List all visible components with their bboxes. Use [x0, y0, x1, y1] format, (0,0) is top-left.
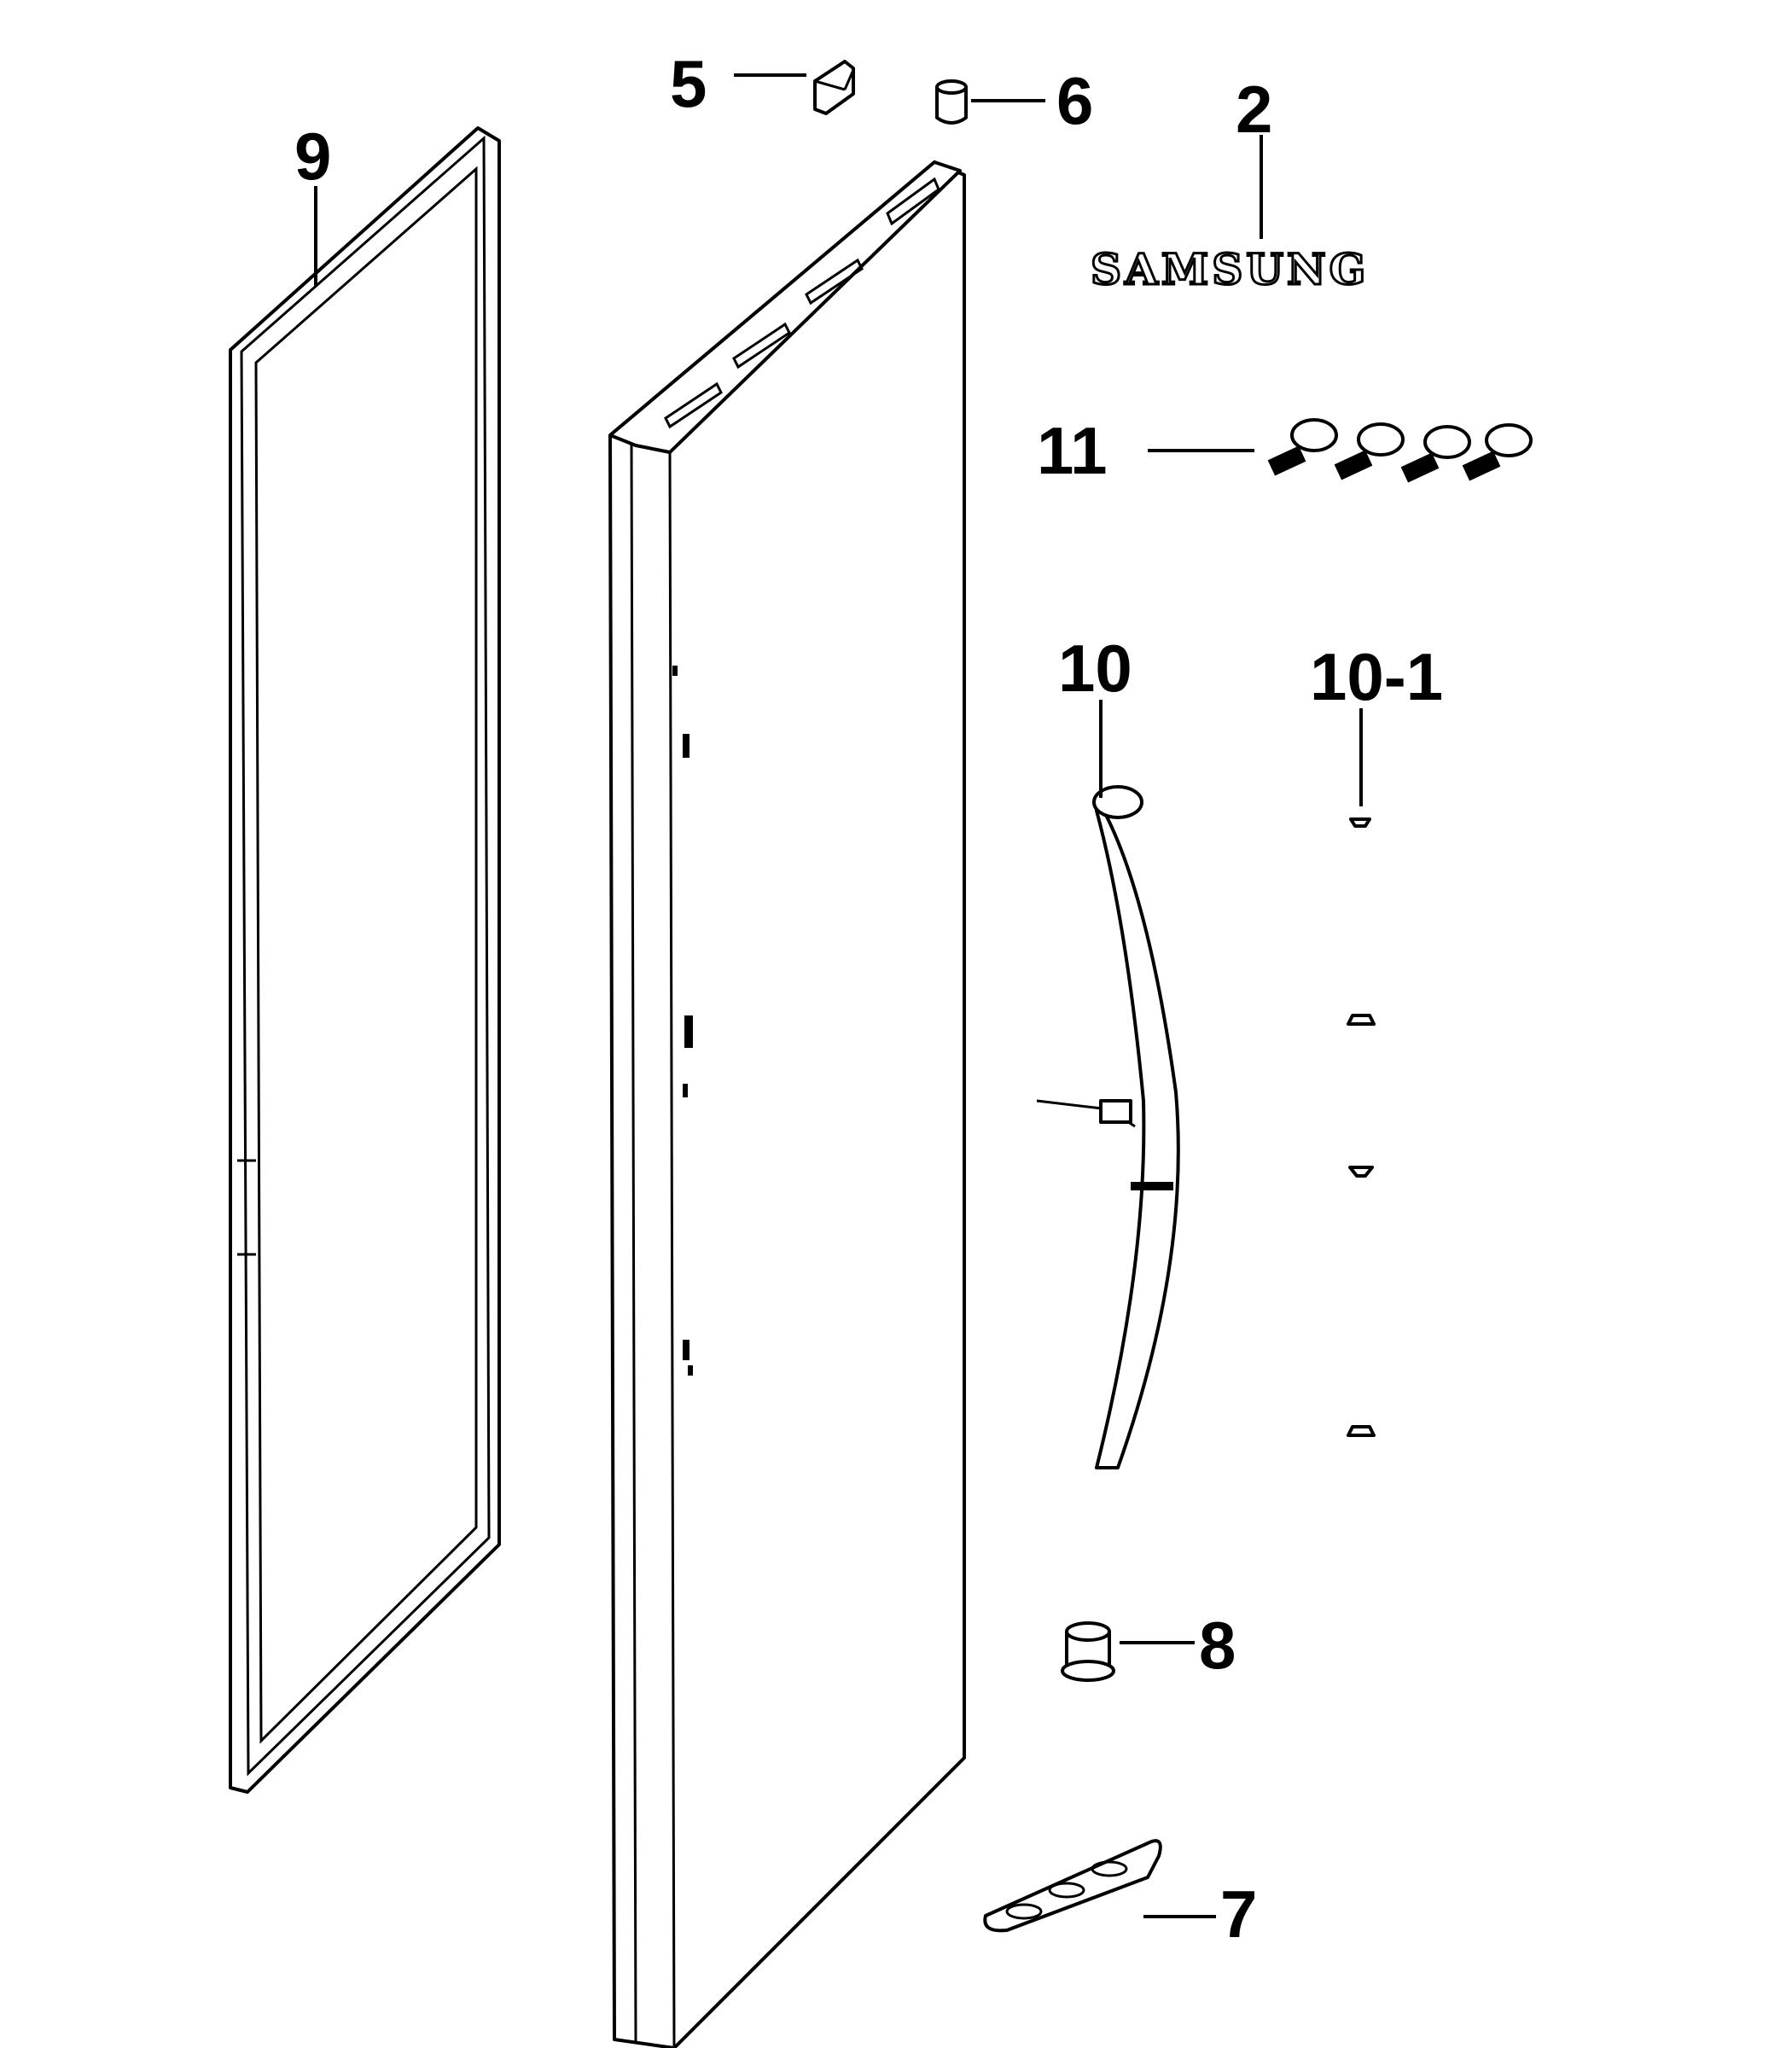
callout-11: 11: [1037, 413, 1107, 488]
screw-set: [1267, 418, 1533, 483]
cap-5-part: [813, 60, 855, 115]
callout-2: 2: [1236, 72, 1272, 147]
callout-10: 10: [1058, 631, 1132, 706]
handle-screws: [1347, 817, 1376, 1437]
hinge-pin: [1061, 1621, 1115, 1682]
door-handle: [1036, 785, 1180, 1469]
callout-5: 5: [670, 46, 707, 121]
cap-6-part: [935, 79, 968, 125]
callout-7: 7: [1220, 1876, 1257, 1952]
door-gasket: [229, 126, 501, 1794]
hinge-plate: [983, 1839, 1162, 1933]
callout-8: 8: [1199, 1608, 1236, 1683]
callout-10-1: 10-1: [1310, 639, 1443, 714]
samsung-logo: SAMSUNG: [1091, 244, 1369, 294]
callout-6: 6: [1056, 63, 1093, 138]
door-panel: [608, 160, 966, 2048]
callout-9: 9: [294, 119, 331, 194]
